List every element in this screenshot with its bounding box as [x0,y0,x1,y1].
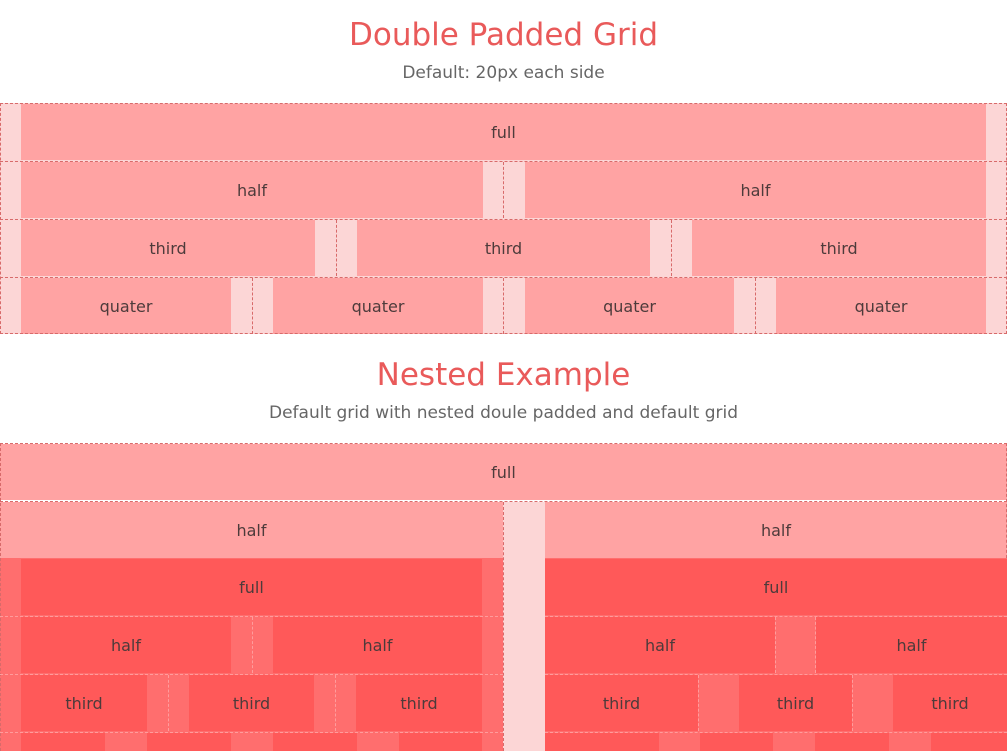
grid-line [775,617,776,673]
grid-cell-third: third [357,220,650,276]
nested-cell-partial [21,733,105,751]
nested-cell-partial [545,733,659,751]
grid-line [0,103,1007,104]
nested-cell-full: full [21,559,482,615]
grid-cell-quarter: quater [273,278,483,334]
grid-line [0,616,503,617]
grid-line [0,501,1007,502]
nested-cell-partial [147,733,231,751]
grid-line [0,732,503,733]
grid-cell-half: half [525,162,986,218]
grid-cell-quarter: quater [776,278,986,334]
grid-line [671,220,672,276]
grid-line [252,278,253,334]
grid-line [0,161,1007,162]
grid-line [0,277,1007,278]
nested-cell-partial [700,733,773,751]
grid-cell-third: third [21,220,315,276]
nested-cell-half: half [273,617,482,673]
nested-cell-partial [815,733,889,751]
section-title-nested: Nested Example [376,357,631,393]
grid-line [335,675,336,731]
grid-line [545,732,1007,733]
grid-gutter [503,502,545,751]
grid-line [852,675,853,731]
nested-cell-third: third [739,675,852,731]
nested-cell-third: third [189,675,314,731]
grid-cell-half: half [0,502,503,558]
nested-cell-third: third [545,675,698,731]
nested-cell-partial [931,733,1007,751]
nested-cell-partial [399,733,482,751]
nested-cell-third: third [356,675,482,731]
nested-cell-half: half [21,617,231,673]
grid-line [252,617,253,673]
nested-row-partial [0,733,503,751]
grid-line [545,616,1007,617]
grid-line [503,278,504,334]
grid-cell-half: half [545,502,1007,558]
grid-cell-quarter: quater [525,278,734,334]
grid-line [503,502,504,751]
grid-cell-third: third [692,220,986,276]
grid-line [503,162,504,218]
nested-cell-half: half [545,617,775,673]
grid-line [0,443,1007,444]
nested-cell-partial [273,733,357,751]
grid-line [0,443,1,751]
grid-line [0,674,503,675]
nested-cell-half: half [816,617,1007,673]
section-subtitle-double-padded: Default: 20px each side [402,63,605,83]
grid-line [815,617,816,673]
grid-line [698,675,699,731]
grid-line [545,674,1007,675]
grid-cell-half: half [21,162,483,218]
grid-cell-full: full [21,104,986,160]
grid-line [336,220,337,276]
section-title-double-padded: Double Padded Grid [348,17,659,53]
nested-cell-third: third [21,675,147,731]
grid-line [168,675,169,731]
grid-line [0,219,1007,220]
grid-cell-full: full [0,444,1007,500]
nested-cell-full: full [545,559,1007,615]
grid-line [0,103,1,334]
nested-cell-third: third [893,675,1007,731]
section-subtitle-nested: Default grid with nested doule padded an… [269,403,738,423]
grid-line [755,278,756,334]
grid-cell-quarter: quater [21,278,231,334]
